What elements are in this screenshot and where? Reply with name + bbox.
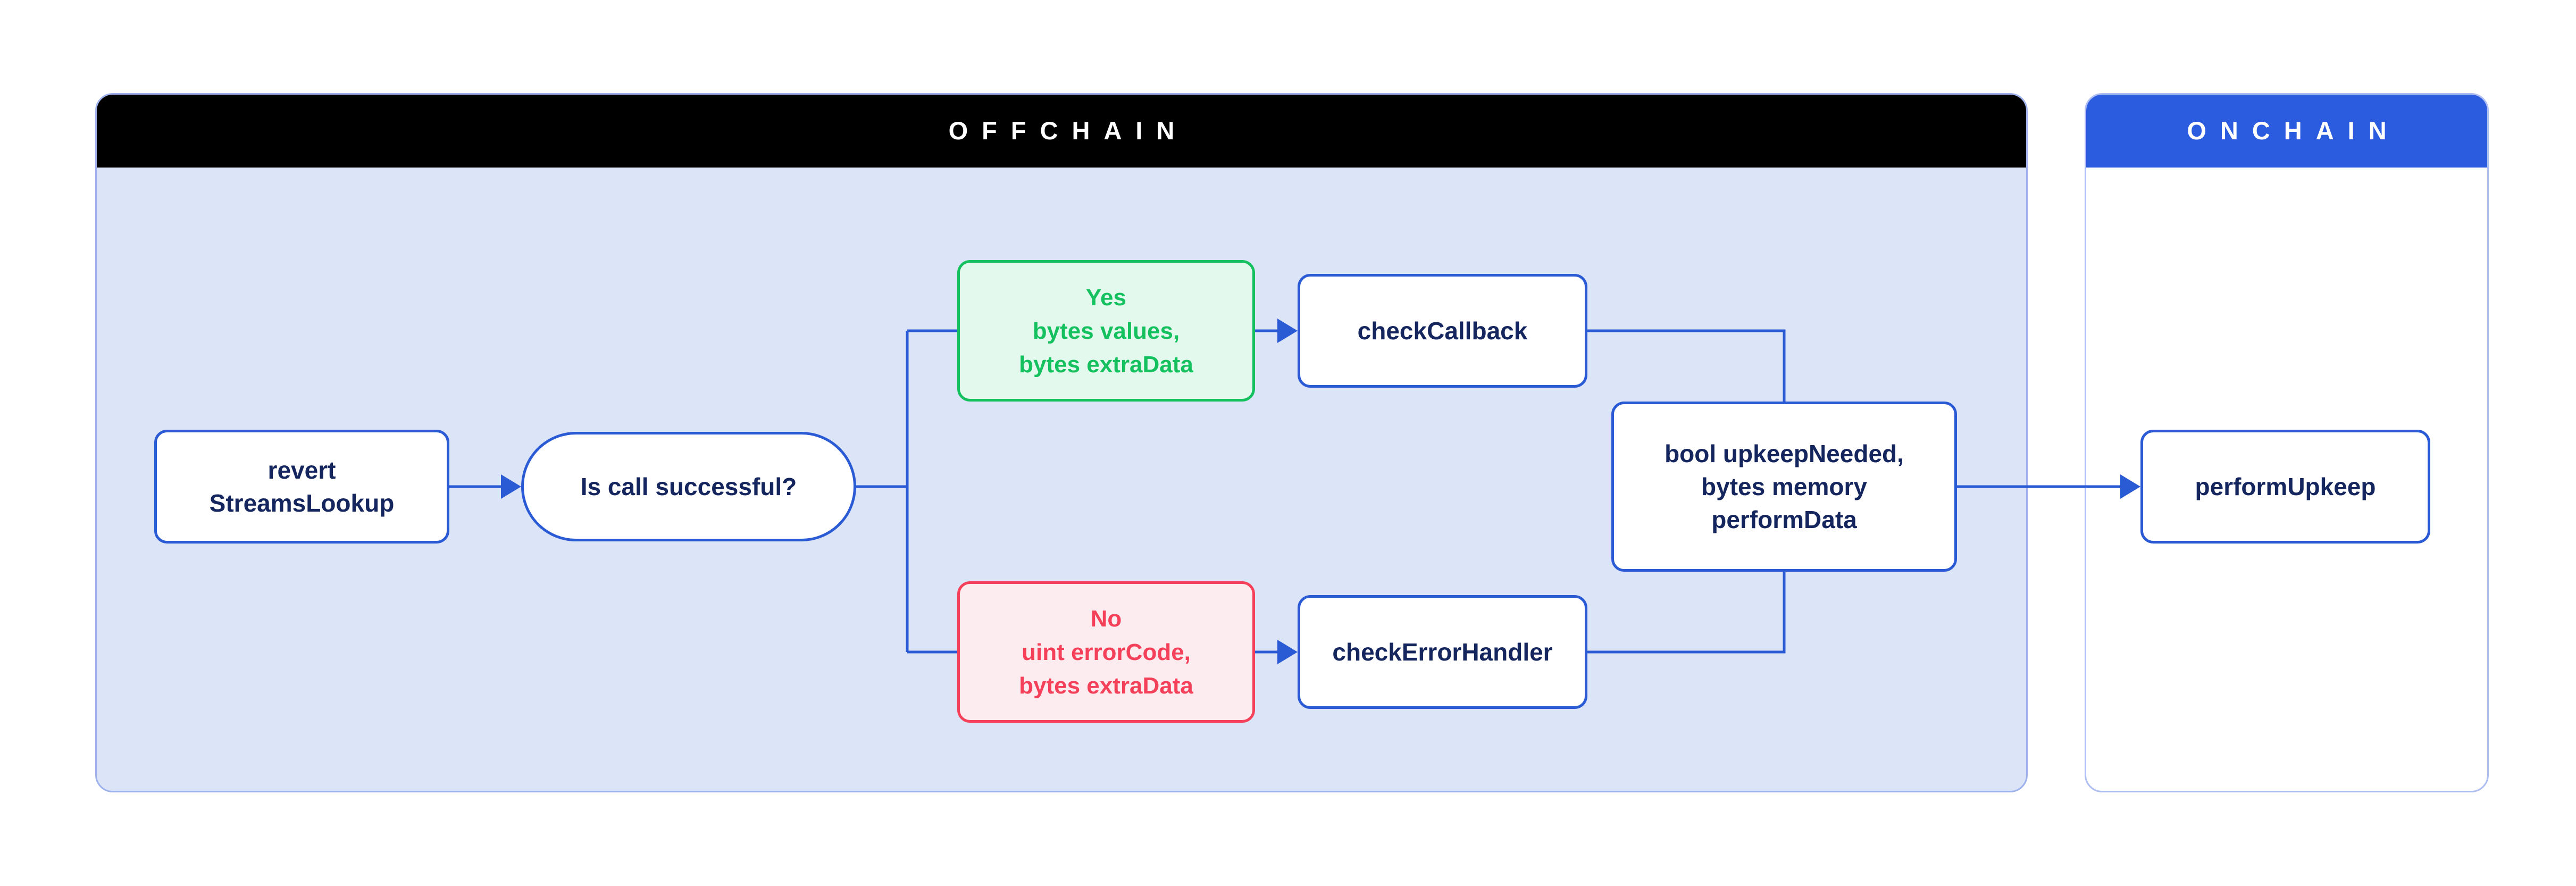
node-revert-streamslookup-label: revert StreamsLookup xyxy=(209,456,395,517)
onchain-title: ONCHAIN xyxy=(2187,116,2401,145)
node-upkeep-needed-label: bool upkeepNeeded, bytes memory performD… xyxy=(1665,440,1904,533)
node-check-error-handler: checkErrorHandler xyxy=(1298,595,1587,709)
offchain-header: OFFCHAIN xyxy=(97,95,2026,168)
node-perform-upkeep: performUpkeep xyxy=(2140,430,2430,544)
node-check-error-handler-label: checkErrorHandler xyxy=(1332,638,1553,666)
node-no-branch: No uint errorCode, bytes extraData xyxy=(957,581,1255,723)
node-upkeep-needed: bool upkeepNeeded, bytes memory performD… xyxy=(1611,402,1957,572)
node-is-call-successful-label: Is call successful? xyxy=(580,473,797,500)
node-no-branch-label: No uint errorCode, bytes extraData xyxy=(1019,605,1193,699)
node-perform-upkeep-label: performUpkeep xyxy=(2195,473,2376,500)
node-check-callback-label: checkCallback xyxy=(1357,317,1528,345)
node-check-callback: checkCallback xyxy=(1298,274,1587,388)
offchain-title: OFFCHAIN xyxy=(948,116,1189,145)
node-is-call-successful: Is call successful? xyxy=(521,432,856,541)
onchain-header: ONCHAIN xyxy=(2086,95,2487,168)
node-yes-branch: Yes bytes values, bytes extraData xyxy=(957,260,1255,402)
node-revert-streamslookup: revert StreamsLookup xyxy=(154,430,449,544)
node-yes-branch-label: Yes bytes values, bytes extraData xyxy=(1019,284,1193,378)
